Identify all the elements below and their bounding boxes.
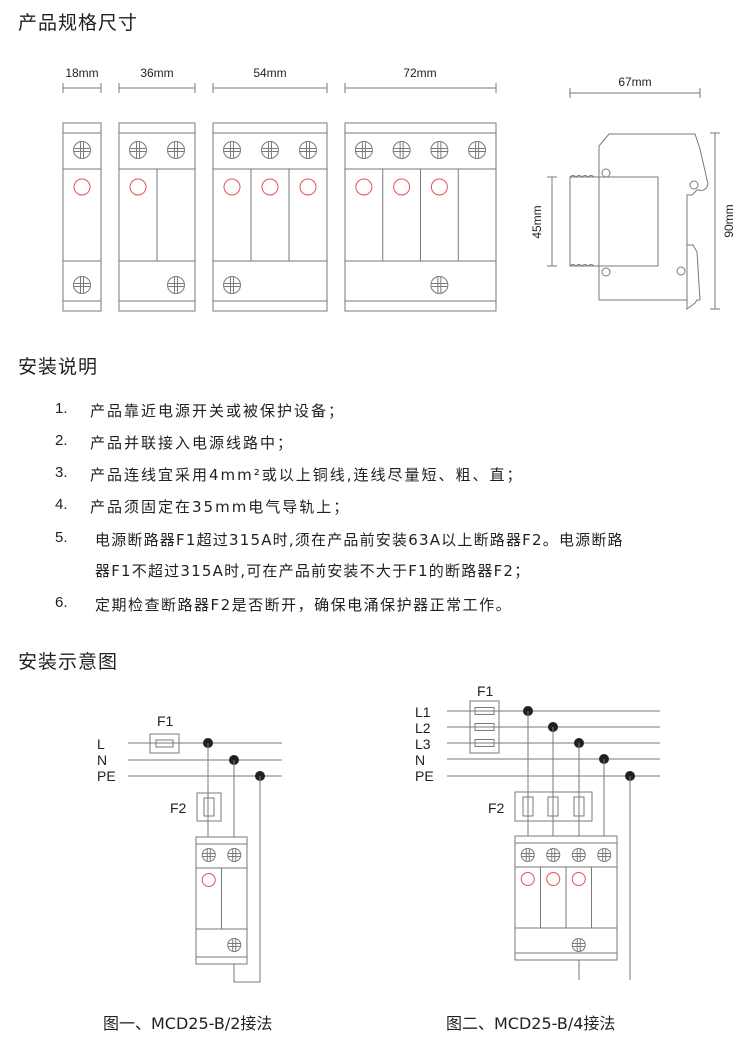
screw-icon: [223, 276, 241, 294]
list-number: 6.: [55, 594, 68, 611]
screw-icon: [227, 938, 242, 952]
indicator-circle: [223, 178, 241, 196]
spd-module: [195, 836, 248, 965]
screw-icon: [299, 141, 317, 159]
line-label-l1: L1: [415, 704, 431, 720]
screw-icon: [392, 141, 411, 159]
spd-module: [514, 835, 618, 961]
list-item-continued: 器F1不超过315A时,可在产品前安装不大于F1的断路器F2；: [95, 562, 531, 580]
indicator-circle: [571, 872, 586, 886]
front-height-label: 45mm: [530, 205, 544, 238]
f1-breaker: [149, 733, 180, 754]
diagram-title: 安装示意图: [18, 651, 119, 673]
list-item: 产品并联接入电源线路中；: [90, 434, 295, 452]
spd-module: [212, 122, 328, 312]
screw-icon: [73, 141, 91, 159]
pe-wire: [233, 776, 261, 983]
f2-fuse-element: [203, 797, 215, 817]
f1-fuse-element: [474, 739, 495, 747]
screw-icon: [354, 141, 373, 159]
screw-icon: [468, 141, 487, 159]
screw-icon: [430, 276, 449, 294]
grip-ridges: [569, 175, 595, 267]
list-number: 2.: [55, 432, 68, 449]
line-label-n: N: [415, 752, 425, 768]
height-label: 90mm: [722, 204, 736, 237]
side-screw-icon: [676, 266, 686, 276]
list-item: 电源断路器F1超过315A时,须在产品前安装63A以上断路器F2。电源断路: [95, 531, 624, 549]
indicator-circle: [393, 178, 411, 196]
indicator-circle: [201, 873, 216, 887]
f2-label: F2: [170, 800, 187, 816]
indicator-circle: [299, 178, 317, 196]
line-label-l2: L2: [415, 720, 431, 736]
indicator-circle: [261, 178, 279, 196]
side-profile: [598, 133, 709, 310]
f1-label: F1: [157, 713, 174, 729]
indicator-circle: [546, 872, 561, 886]
side-front-block: [569, 176, 659, 267]
screw-icon: [201, 848, 216, 862]
screw-icon: [167, 276, 185, 294]
list-number: 1.: [55, 400, 68, 417]
indicator-circle: [430, 178, 448, 196]
screw-icon: [167, 141, 185, 159]
list-item: 产品连线宜采用4mm²或以上铜线,连线尽量短、粗、直；: [90, 466, 524, 484]
f1-fuse-element: [155, 739, 174, 748]
screw-icon: [227, 848, 242, 862]
indicator-circle: [73, 178, 91, 196]
instructions-title: 安装说明: [18, 356, 99, 378]
line-label-l3: L3: [415, 736, 431, 752]
indicator-circle: [520, 872, 535, 886]
screw-icon: [129, 141, 147, 159]
width-label-72: 72mm: [403, 66, 436, 80]
indicator-circle: [355, 178, 373, 196]
line-label-l: L: [97, 736, 105, 752]
width-label-54: 54mm: [253, 66, 286, 80]
spd-module: [62, 122, 102, 312]
width-label-18: 18mm: [65, 66, 98, 80]
screw-icon: [73, 276, 91, 294]
dimensions-title: 产品规格尺寸: [18, 12, 139, 34]
width-label-36: 36mm: [140, 66, 173, 80]
f1-label: F1: [477, 683, 494, 699]
screw-icon: [546, 848, 561, 862]
side-screw-icon: [601, 267, 611, 277]
f2-breaker: [514, 791, 593, 822]
screw-icon: [520, 848, 535, 862]
line-label-pe: PE: [97, 768, 116, 784]
side-screw-icon: [601, 168, 611, 178]
list-item: 定期检查断路器F2是否断开，确保电涌保护器正常工作。: [95, 596, 513, 614]
screw-icon: [261, 141, 279, 159]
f2-label: F2: [488, 800, 505, 816]
f2-fuse-element: [547, 796, 559, 817]
f2-fuse-element: [522, 796, 534, 817]
list-number: 5.: [55, 529, 68, 546]
f1-fuse-element: [474, 723, 495, 731]
list-item: 产品须固定在35mm电气导轨上；: [90, 498, 351, 516]
spd-module: [344, 122, 497, 312]
screw-icon: [571, 848, 586, 862]
f2-fuse-element: [573, 796, 585, 817]
list-number: 3.: [55, 464, 68, 481]
list-item: 产品靠近电源开关或被保护设备；: [90, 402, 346, 420]
screw-icon: [430, 141, 449, 159]
screw-icon: [571, 938, 586, 952]
screw-icon: [223, 141, 241, 159]
caption-diagram-1: 图一、MCD25-B/2接法: [103, 1014, 273, 1033]
side-screw-icon: [689, 180, 699, 190]
list-number: 4.: [55, 496, 68, 513]
caption-diagram-2: 图二、MCD25-B/4接法: [446, 1014, 616, 1033]
f2-breaker: [196, 792, 222, 822]
spd-module: [118, 122, 196, 312]
f1-fuse-element: [474, 707, 495, 715]
screw-icon: [597, 848, 612, 862]
indicator-circle: [129, 178, 147, 196]
f1-breaker: [469, 700, 500, 754]
line-label-n: N: [97, 752, 107, 768]
depth-label: 67mm: [618, 75, 651, 89]
line-label-pe: PE: [415, 768, 434, 784]
